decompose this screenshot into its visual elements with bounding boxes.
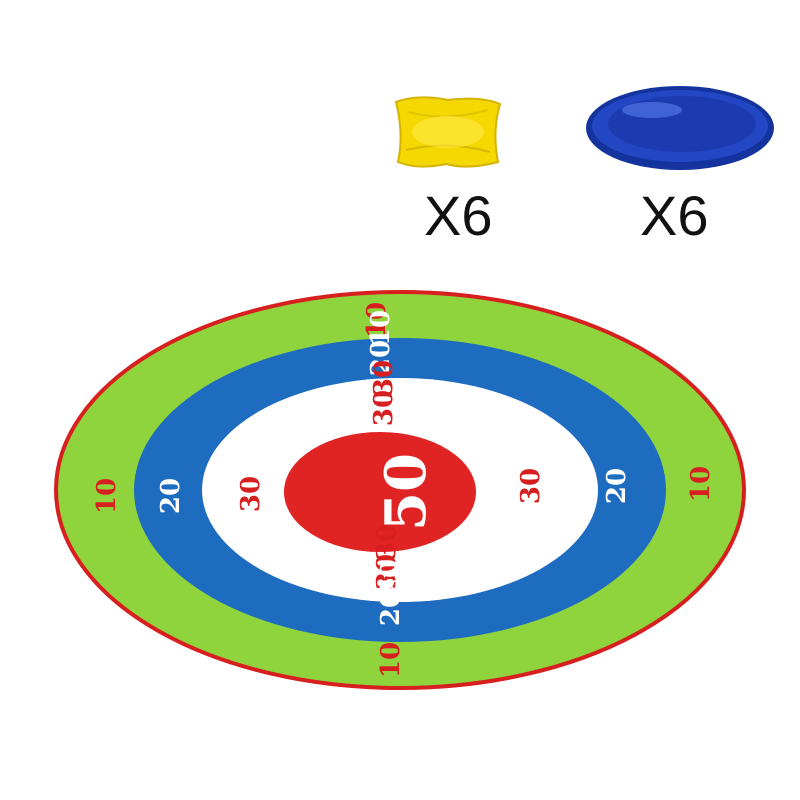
bullseye-score: 50 xyxy=(373,453,439,531)
score-outer-left: 10 xyxy=(92,478,122,514)
score-outer-right: 10 xyxy=(686,466,716,502)
score-middle-left: 20 xyxy=(156,478,186,514)
score-middle-bottom-a: 20 xyxy=(376,590,406,626)
frisbee-quantity: X6 xyxy=(640,184,709,247)
score-inner-top-b: 30 xyxy=(369,390,399,426)
frisbee-icon xyxy=(586,86,774,170)
score-inner-right: 30 xyxy=(516,468,546,504)
target-mat: 50 10 20 30 30 20 10 10 20 10 30 30 30 3… xyxy=(54,290,746,690)
score-outer-bottom: 10 xyxy=(376,642,406,678)
score-middle-right: 20 xyxy=(602,468,632,504)
score-inner-bottom-a: 30 xyxy=(372,554,402,590)
score-middle-top-a: 20 xyxy=(366,340,396,376)
score-inner-top-a: 30 xyxy=(369,360,399,396)
beanbag-quantity: X6 xyxy=(424,184,493,247)
score-inner-left: 30 xyxy=(236,476,266,512)
score-inner-bottom-b: 30 xyxy=(372,524,402,560)
score-middle-bottom-b: 20 xyxy=(376,560,406,596)
bullseye xyxy=(284,432,476,552)
score-middle-top-b: 10 xyxy=(366,310,396,346)
score-outer-top: 10 xyxy=(362,302,392,338)
beanbag-icon xyxy=(394,96,502,168)
